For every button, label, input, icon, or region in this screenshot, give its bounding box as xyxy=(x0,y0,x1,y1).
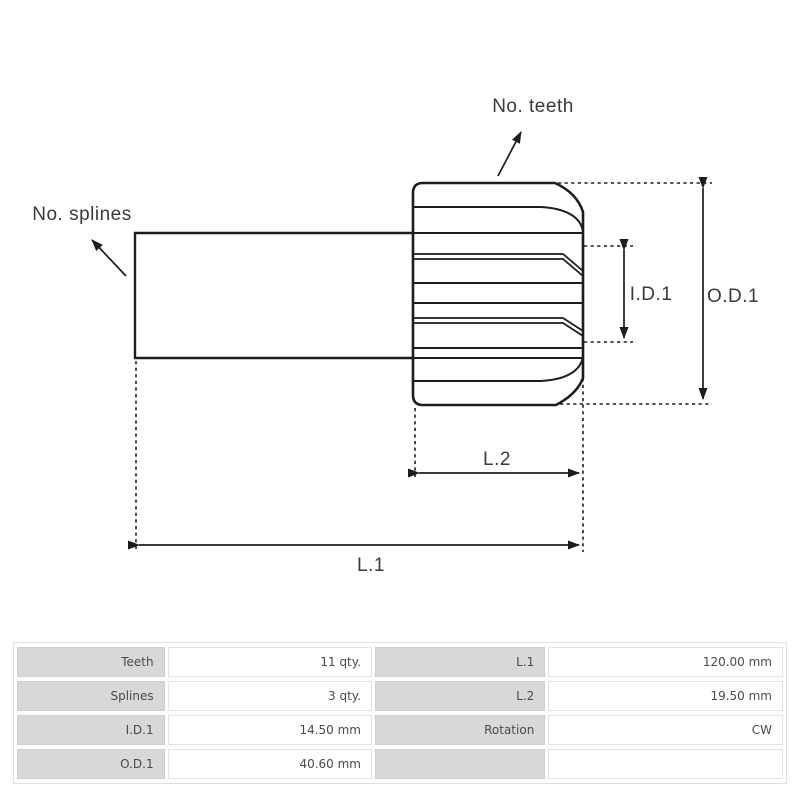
spec-value-cell: CW xyxy=(548,715,783,745)
spec-label-cell: Teeth xyxy=(17,647,165,677)
od1-label: O.D.1 xyxy=(707,286,759,307)
l2-label: L.2 xyxy=(483,449,511,470)
spec-value-cell: 19.50 mm xyxy=(548,681,783,711)
spec-table-row: Teeth 11 qty. L.1 120.00 mm xyxy=(17,647,783,677)
spec-label-cell: L.1 xyxy=(374,647,546,677)
id1-label: I.D.1 xyxy=(630,284,673,305)
teeth-pointer-arrow xyxy=(497,131,522,177)
spec-label-cell: Splines xyxy=(17,681,165,711)
pinion-technical-drawing: No. teeth No. splines I.D.1 O.D.1 L.2 L.… xyxy=(32,96,759,576)
spec-value-cell xyxy=(548,749,783,779)
spec-value-cell: 14.50 mm xyxy=(167,715,372,745)
spec-table-row: I.D.1 14.50 mm Rotation CW xyxy=(17,715,783,745)
spec-value-cell: 11 qty. xyxy=(167,647,372,677)
gear-tooth-lines xyxy=(413,206,584,382)
spec-table-row: Splines 3 qty. L.2 19.50 mm xyxy=(17,681,783,711)
spec-label-cell: O.D.1 xyxy=(17,749,165,779)
spec-label-cell xyxy=(374,749,546,779)
spec-label-cell: I.D.1 xyxy=(17,715,165,745)
spec-label-cell: Rotation xyxy=(374,715,546,745)
no-teeth-label: No. teeth xyxy=(492,96,574,117)
spec-value-cell: 120.00 mm xyxy=(548,647,783,677)
l1-label: L.1 xyxy=(357,555,385,576)
gear-groove-lines xyxy=(413,253,584,337)
gear-body-outline xyxy=(411,181,585,407)
spec-value-cell: 40.60 mm xyxy=(167,749,372,779)
spec-table-row: O.D.1 40.60 mm xyxy=(17,749,783,779)
spec-label-cell: L.2 xyxy=(374,681,546,711)
splines-pointer-arrow xyxy=(91,239,127,277)
no-splines-label: No. splines xyxy=(32,204,132,225)
spec-table-container: Teeth 11 qty. L.1 120.00 mm Splines 3 qt… xyxy=(13,642,787,784)
shaft-outline xyxy=(133,231,413,360)
spec-value-cell: 3 qty. xyxy=(167,681,372,711)
dimension-extension-lines xyxy=(135,182,712,552)
spec-table: Teeth 11 qty. L.1 120.00 mm Splines 3 qt… xyxy=(14,643,786,783)
